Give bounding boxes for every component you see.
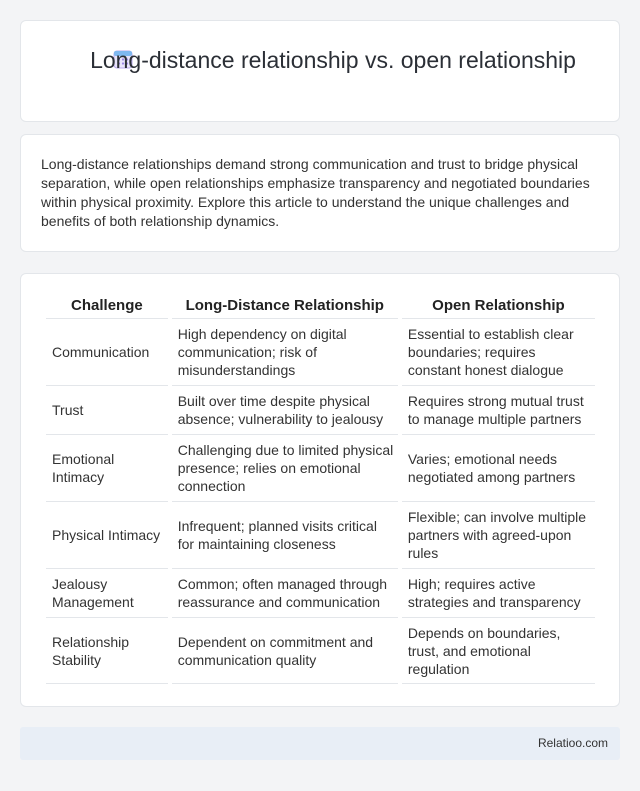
footer-site-link[interactable]: Relatioo.com <box>537 736 608 750</box>
table-cell: Common; often managed through reassuranc… <box>171 568 398 617</box>
calendar-icon <box>113 50 133 69</box>
table-header-row: Challenge Long-Distance Relationship Ope… <box>46 296 595 318</box>
table-cell: Essential to establish clear boundaries;… <box>401 318 595 385</box>
column-header: Challenge <box>71 297 143 314</box>
footer-bar: Relatioo.com <box>20 727 620 760</box>
table-cell: Infrequent; planned visits critical for … <box>171 501 398 568</box>
table-cell: High; requires active strategies and tra… <box>401 568 595 617</box>
table-cell: High dependency on digital communication… <box>171 318 398 385</box>
table-row: Emotional Intimacy Challenging due to li… <box>46 434 595 501</box>
title-card: Long-distance relationship vs. open rela… <box>20 20 620 122</box>
page-title: Long-distance relationship vs. open rela… <box>90 47 576 73</box>
table-cell: Trust <box>46 385 168 434</box>
table-cell: Jealousy Management <box>46 568 168 617</box>
table-row: Trust Built over time despite physical a… <box>46 385 595 434</box>
column-header: Open Relationship <box>432 297 565 314</box>
table-cell: Requires strong mutual trust to manage m… <box>401 385 595 434</box>
table-cell: Built over time despite physical absence… <box>171 385 398 434</box>
table-row: Relationship Stability Dependent on comm… <box>46 617 595 684</box>
table-cell: Communication <box>46 318 168 385</box>
column-header: Long-Distance Relationship <box>185 297 384 314</box>
comparison-table: Challenge Long-Distance Relationship Ope… <box>42 296 599 684</box>
table-cell: Depends on boundaries, trust, and emotio… <box>401 617 595 684</box>
table-row: Communication High dependency on digital… <box>46 318 595 385</box>
table-cell: Flexible; can involve multiple partners … <box>401 501 595 568</box>
table-cell: Varies; emotional needs negotiated among… <box>401 434 595 501</box>
table-cell: Challenging due to limited physical pres… <box>171 434 398 501</box>
table-cell: Dependent on commitment and communicatio… <box>171 617 398 684</box>
table-row: Physical Intimacy Infrequent; planned vi… <box>46 501 595 568</box>
table-row: Jealousy Management Common; often manage… <box>46 568 595 617</box>
description-card: Long-distance relationships demand stron… <box>20 134 620 252</box>
table-cell: Relationship Stability <box>46 617 168 684</box>
description-text: Long-distance relationships demand stron… <box>41 156 590 229</box>
comparison-table-card: Challenge Long-Distance Relationship Ope… <box>20 273 620 707</box>
table-cell: Emotional Intimacy <box>46 434 168 501</box>
table-cell: Physical Intimacy <box>46 501 168 568</box>
